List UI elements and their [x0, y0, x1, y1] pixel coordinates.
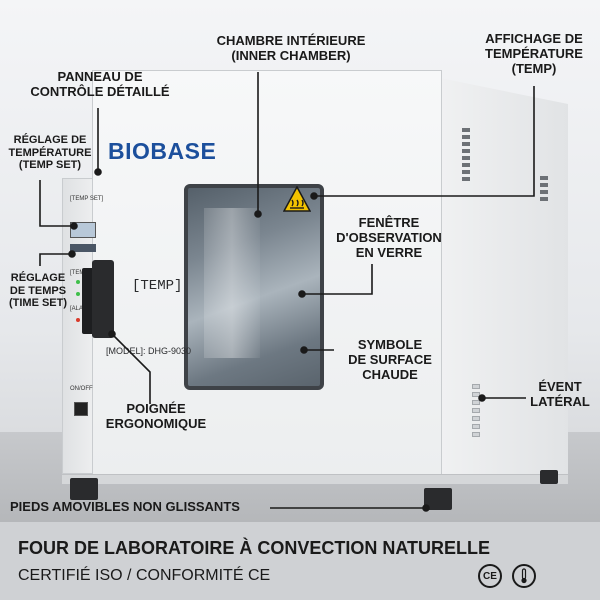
- power-switch[interactable]: [74, 402, 88, 416]
- temp-display-screen: [70, 222, 96, 238]
- foot-right: [424, 488, 452, 510]
- label-hot-surface: SYMBOLE DE SURFACE CHAUDE: [348, 337, 432, 382]
- foot-left: [70, 478, 98, 500]
- panel-temp-set-label: [TEMP SET]: [70, 196, 104, 202]
- foot-rear: [540, 470, 558, 484]
- led-green-2: [76, 292, 80, 296]
- footer-subtitle: CERTIFIÉ ISO / CONFORMITÉ CE: [18, 567, 271, 584]
- model-label: [MODEL]: DHG-9030: [106, 346, 192, 356]
- footer-title: FOUR DE LABORATOIRE À CONVECTION NATUREL…: [18, 538, 490, 558]
- panel-buttons[interactable]: [70, 244, 96, 252]
- thermometer-icon: [512, 564, 536, 588]
- label-inner-chamber: CHAMBRE INTÉRIEURE (INNER CHAMBER): [216, 33, 366, 63]
- label-glass-window: FENÊTRE D'OBSERVATION EN VERRE: [336, 215, 442, 260]
- panel-temp-label: [TEMP: [70, 270, 89, 276]
- led-green-1: [76, 280, 80, 284]
- label-time-set: RÉGLAGE DE TEMPS (TIME SET): [8, 272, 68, 310]
- panel-onoff-label: ON/OFF: [70, 386, 93, 392]
- label-feet: PIEDS AMOVIBLES NON GLISSANTS: [10, 499, 240, 514]
- label-temp-display: AFFICHAGE DE TEMPÉRATURE (TEMP): [485, 31, 583, 76]
- top-side-vents: [462, 128, 470, 181]
- panel-alarm-label: [ALARM: [70, 306, 92, 312]
- door-handle[interactable]: [92, 260, 114, 338]
- label-side-vent: ÉVENT LATÉRAL: [530, 379, 590, 409]
- side-vent: [472, 384, 480, 437]
- oven-side-panel: [440, 78, 568, 480]
- ce-mark-icon: CE: [478, 564, 502, 588]
- top-side-vents-rear: [540, 176, 548, 201]
- label-temp-set: RÉGLAGE DE TEMPÉRATURE (TEMP SET): [8, 134, 92, 172]
- footer-bar: [0, 522, 600, 600]
- label-control-panel: PANNEAU DE CONTRÔLE DÉTAILLÉ: [30, 69, 170, 99]
- led-red: [76, 318, 80, 322]
- glass-observation-window: [184, 184, 324, 390]
- label-handle: POIGNÉE ERGONOMIQUE: [105, 401, 207, 431]
- oven-base: [62, 474, 568, 484]
- temp-label: [TEMP]: [132, 278, 183, 294]
- hot-surface-icon: [283, 186, 311, 212]
- brand-logo: BIOBASE: [108, 138, 217, 164]
